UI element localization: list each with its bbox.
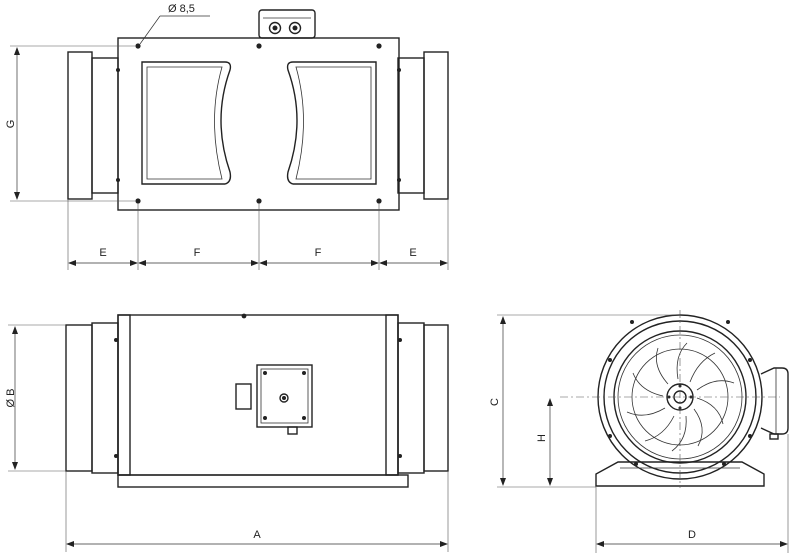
right-spigot xyxy=(423,324,449,472)
side-view: Ø B A xyxy=(5,313,449,552)
dimension-e-right-label: E xyxy=(409,247,416,259)
right-spigot xyxy=(423,51,449,200)
fan-casing xyxy=(117,314,399,476)
left-spigot xyxy=(67,51,93,200)
mounting-plate xyxy=(117,37,400,211)
mounting-hole xyxy=(256,198,262,204)
dimension-f-right-label: F xyxy=(315,247,322,259)
dimension-b-label: Ø B xyxy=(5,389,17,408)
dimension-c-label: C xyxy=(489,398,501,406)
hole-diameter-label: Ø 8,5 xyxy=(168,3,195,15)
dimension-g-label: G xyxy=(5,120,17,129)
cable-gland-icon xyxy=(288,21,302,35)
dimension-h-label: H xyxy=(536,434,548,442)
impeller-icon xyxy=(626,342,735,452)
screw-icon xyxy=(279,393,289,403)
left-collar xyxy=(91,322,119,474)
right-cutout xyxy=(286,61,377,185)
mounting-hole xyxy=(135,43,141,49)
right-collar xyxy=(397,322,425,474)
mounting-hole xyxy=(256,43,262,49)
left-collar xyxy=(91,57,119,194)
mounting-hole xyxy=(376,198,382,204)
top-view: Ø 8,5 G E F F E xyxy=(5,3,449,270)
left-spigot xyxy=(65,324,93,472)
dimension-f-left-label: F xyxy=(194,247,201,259)
terminal-box-top xyxy=(258,9,316,39)
base-foot xyxy=(595,461,765,487)
mounting-hole xyxy=(376,43,382,49)
terminal-box-side xyxy=(760,367,789,435)
left-cutout xyxy=(141,61,232,185)
terminal-box xyxy=(256,364,313,428)
front-view: C H D xyxy=(489,310,789,553)
dimension-e-left-label: E xyxy=(99,247,106,259)
right-collar xyxy=(397,57,425,194)
dimension-a-label: A xyxy=(253,529,261,541)
mounting-hole xyxy=(135,198,141,204)
label-plate xyxy=(235,383,252,410)
dimension-d-label: D xyxy=(688,529,696,541)
cable-gland-icon xyxy=(268,21,282,35)
base-plate xyxy=(117,474,409,488)
